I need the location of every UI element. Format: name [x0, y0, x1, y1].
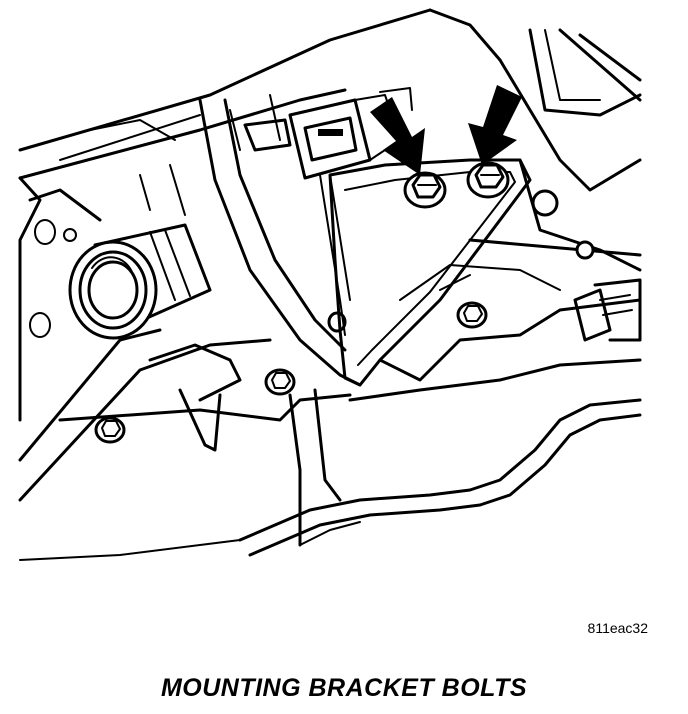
wiring-connector — [243, 87, 413, 336]
bracket-bolt-left — [403, 171, 447, 209]
lower-block — [58, 264, 642, 547]
down-arrow-icon — [370, 97, 425, 175]
mounting-flange — [198, 98, 362, 387]
figure-reference-id: 811eac32 — [587, 620, 648, 636]
left-housing — [18, 176, 272, 502]
down-arrow-icon — [468, 85, 522, 165]
right-engine-components — [468, 28, 642, 342]
engine-bolt-heads — [94, 240, 595, 444]
figure-caption: MOUNTING BRACKET BOLTS — [160, 674, 528, 702]
engine-block-upper — [18, 8, 502, 216]
mounting-bracket — [327, 158, 532, 387]
engine-bracket-illustration — [18, 8, 642, 561]
oil-pan — [19, 398, 642, 561]
bracket-bolt-right — [466, 161, 510, 199]
shaft-seal — [68, 223, 212, 340]
